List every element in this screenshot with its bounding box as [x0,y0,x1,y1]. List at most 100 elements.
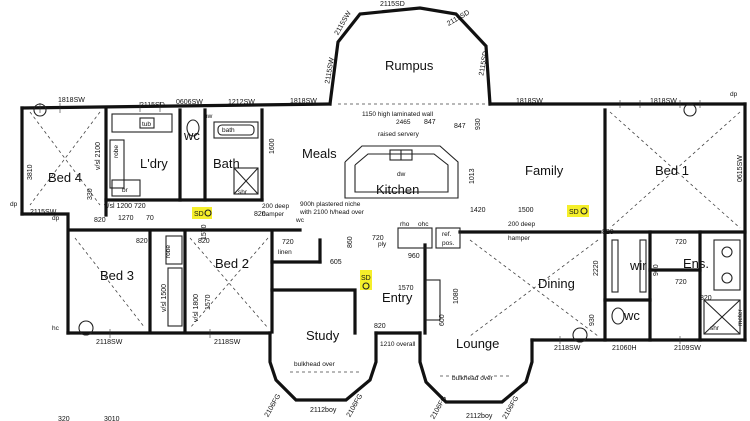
interior-walls [68,108,747,342]
note-laminated-wall: 1150 high laminated wall [362,111,434,118]
dim-9: 2115SW [334,10,353,37]
dim-820-g: 820 [700,295,712,302]
label-pos: pos. [442,240,454,247]
room-labels: Rumpus Meals Kitchen Family Bed 1 Bed 2 … [48,58,709,351]
label-downpipe-2: dp [52,215,60,222]
label-dishwasher: dw [397,171,406,178]
dim-820-b: 820 [136,238,148,245]
label-shower: shr [238,189,248,196]
dim-1600: 1600 [269,138,276,154]
smoke-detector-right: SD [567,205,589,217]
dim-4: 1212SW [228,99,255,106]
room-study: Study [306,328,340,343]
dim-1013: 1013 [469,168,476,184]
room-ensuite-wc: wc [623,308,640,323]
fixture-labels: bath robe robe linen shr shr br tub hw d… [10,91,744,332]
label-bath-tub: bath [222,127,235,134]
downpipes [33,103,697,343]
room-wc: wc [183,128,200,143]
label-rangehood: rho [400,221,410,228]
dim-6: 1818SW [516,98,543,105]
dim-720-a: 720 [134,203,146,210]
dim-25: 2112boy [466,413,493,420]
note-200-deep-right: 200 deep [508,221,535,228]
room-dining: Dining [538,276,575,291]
label-fridge: ref. [442,231,452,238]
room-rumpus: Rumpus [385,58,434,73]
dim-900: 900 [653,264,660,276]
dim-2220: 2220 [593,260,600,276]
room-lounge: Lounge [456,336,499,351]
label-downpipe-3: dp [730,91,738,98]
room-ensuite: Ens. [683,256,709,271]
dim-847-b: 847 [454,123,466,130]
label-tub: tub [142,121,151,128]
dim-17: 21060H [612,345,637,352]
label-broom: br [122,187,129,194]
dim-1570-a: 1570 [201,224,208,240]
dim-820-d: 820 [254,211,266,218]
dim-16: 2118SW [554,345,581,352]
dim-1420: 1420 [470,207,486,214]
dim-10: 2115SD [380,1,405,8]
dim-820-f: 820 [602,229,614,236]
dim-330: 330 [87,188,94,200]
dim-1500: 1500 [518,207,534,214]
dim-8: 2115SW [30,209,57,216]
dim-3: 0606SW [176,99,203,106]
dim-720-b: 720 [282,239,294,246]
dim-13: 2115SW [324,57,336,85]
dim-1570-b: 1570 [205,294,212,310]
dim-720-d: 720 [675,239,687,246]
room-bath: Bath [213,156,240,171]
room-bed-2: Bed 2 [215,256,249,271]
room-wir: wir [629,258,647,273]
dim-847-a: 847 [424,119,436,126]
smoke-detector-entry: SD [360,270,372,290]
dim-15: 2118SW [214,339,241,346]
note-200-deep-left: 200 deep [262,203,289,210]
dim-820-c: 820 [198,238,210,245]
svg-text:SD: SD [361,275,371,282]
room-bed-4: Bed 4 [48,170,82,185]
dim-820-e: 820 [374,323,386,330]
label-hamper: hamper [262,211,285,218]
dim-3010: 3010 [104,416,120,421]
room-bed-1: Bed 1 [655,163,689,178]
smoke-detectors: SD SD SD [192,205,589,290]
dim-600: 600 [439,314,446,326]
dim-320: 320 [58,416,70,421]
note-overall: 1210 overall [380,341,416,348]
note-niche: 900h plastered niche [300,201,361,208]
dim-18: 2109SW [674,345,701,352]
label-meter: meter [737,309,744,326]
dim-1270: 1270 [118,215,134,222]
dim-14: 2118SW [96,339,123,346]
dim-vsl-2100: v/sl 2100 [95,142,102,170]
dim-22: 2112boy [310,407,337,414]
note-2465: 2465 [396,119,411,126]
window-marks [39,100,701,344]
label-robe: robe [113,145,120,158]
dim-19: 0615SW [737,155,744,182]
dim-2: 2115SD [140,102,165,109]
label-robe-2: robe [165,245,172,258]
dim-720-e: 720 [675,279,687,286]
label-hot-water: hw [204,113,213,120]
room-bed-3: Bed 3 [100,268,134,283]
dim-1570-c: 1570 [398,285,414,292]
label-pantry: ply [378,241,387,248]
room-kitchen: Kitchen [376,182,419,197]
room-laundry: L'dry [140,156,168,171]
label-downpipe-1: dp [10,201,18,208]
dim-860: 860 [347,236,354,248]
dim-23: 2106FG [430,395,449,420]
dim-vsl-1500: v/sl 1500 [161,284,168,312]
exterior-walls [20,6,747,404]
room-family: Family [525,163,564,178]
dim-720-c: 720 [372,235,384,242]
room-meals: Meals [302,146,337,161]
dim-vsl-1800: v/sl 1800 [193,294,200,322]
label-linen: linen [278,249,292,256]
